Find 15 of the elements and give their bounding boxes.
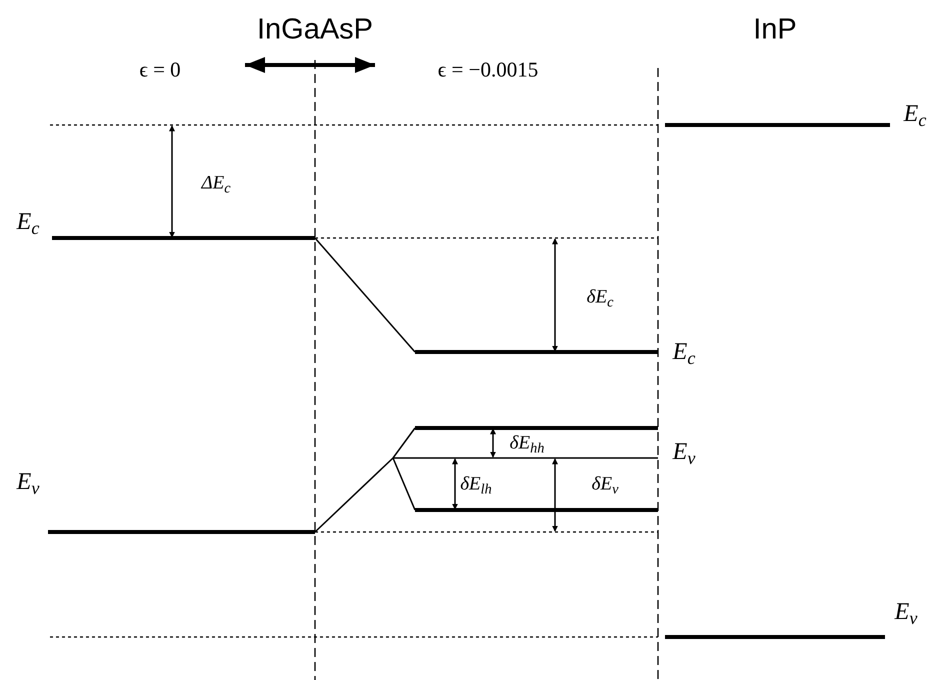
band-edge-label: E$_{v}$ xyxy=(894,600,918,624)
strain-label: ϵ = 0 xyxy=(139,60,181,80)
band-edge-label: E$_{c}$ xyxy=(904,102,926,126)
band-edge-label: E$_{c}$ xyxy=(672,340,696,364)
offset-label: δE$_{c}$ xyxy=(586,288,614,306)
band-edge-label: E$_{v}$ xyxy=(16,470,40,494)
offset-label: δE$_{v}$ xyxy=(592,474,618,494)
offset-label: ΔE$_{c}$ xyxy=(201,174,231,192)
band-edge-label: E$_{v}$ xyxy=(672,440,696,464)
offset-label: δE$_{hh}$ xyxy=(510,434,544,452)
material-label: InGaAsP xyxy=(256,16,374,44)
strain-label: ϵ = −0.0015 xyxy=(438,60,538,80)
band-edge-label: E$_{c}$ xyxy=(16,210,40,234)
material-label: InP xyxy=(753,16,797,44)
offset-label: δE$_{lh}$ xyxy=(460,474,492,494)
